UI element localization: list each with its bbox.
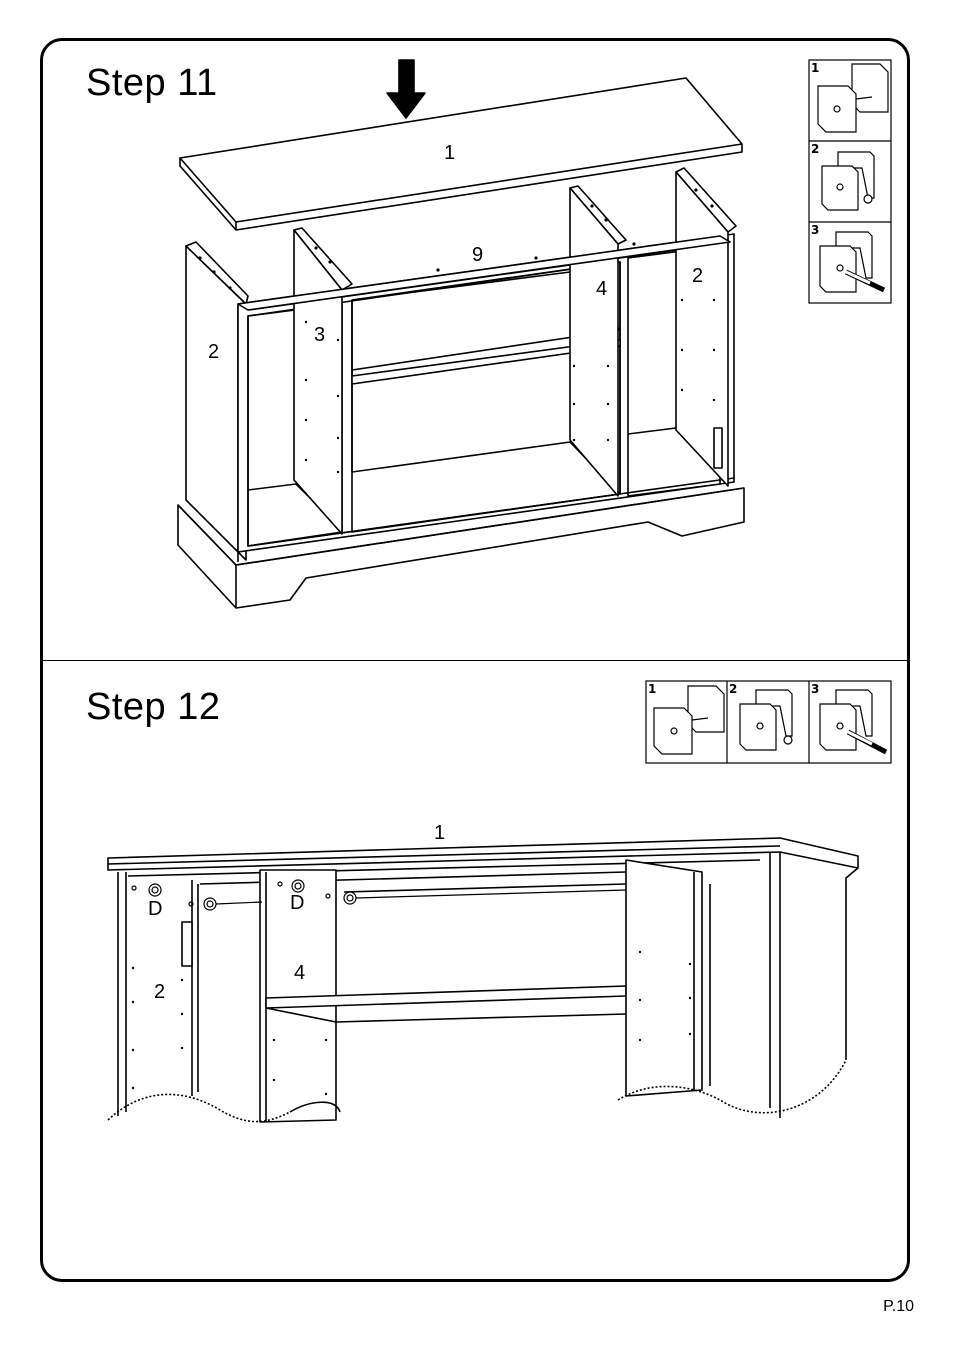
- top-panel-drawing: [180, 78, 742, 230]
- detail-step-number: 3: [811, 223, 819, 237]
- part-label-left-side: 2: [208, 341, 219, 364]
- down-arrow-icon: [387, 60, 425, 118]
- step-12-illustration: [108, 838, 858, 1122]
- part-label-back-rail: 9: [472, 244, 483, 267]
- step-11-cam-lock-detail: [809, 60, 891, 303]
- right-side-panel-drawing: [676, 168, 736, 486]
- part-label-right-side: 2: [692, 265, 703, 288]
- detail-step-number: 3: [811, 682, 819, 696]
- part-label-top-panel: 1: [444, 142, 455, 165]
- step-12-cam-lock-detail: [646, 681, 891, 763]
- part-label-divider-3: 3: [314, 324, 325, 347]
- divider-4-drawing: [570, 186, 626, 496]
- detail-step-number: 1: [648, 682, 656, 696]
- hardware-label-d: D: [148, 898, 162, 921]
- step-12-dowel-markers: [132, 951, 691, 1095]
- page-number: P.10: [883, 1298, 914, 1316]
- part-label-divider: 4: [294, 962, 305, 985]
- hardware-label-d: D: [290, 892, 304, 915]
- step-12-title: Step 12: [86, 686, 221, 729]
- detail-step-number: 2: [811, 142, 819, 156]
- detail-step-number: 2: [729, 682, 737, 696]
- detail-step-number: 1: [811, 61, 819, 75]
- part-label-side: 2: [154, 981, 165, 1004]
- part-label-divider-4: 4: [596, 278, 607, 301]
- part-label-top-panel: 1: [434, 822, 445, 845]
